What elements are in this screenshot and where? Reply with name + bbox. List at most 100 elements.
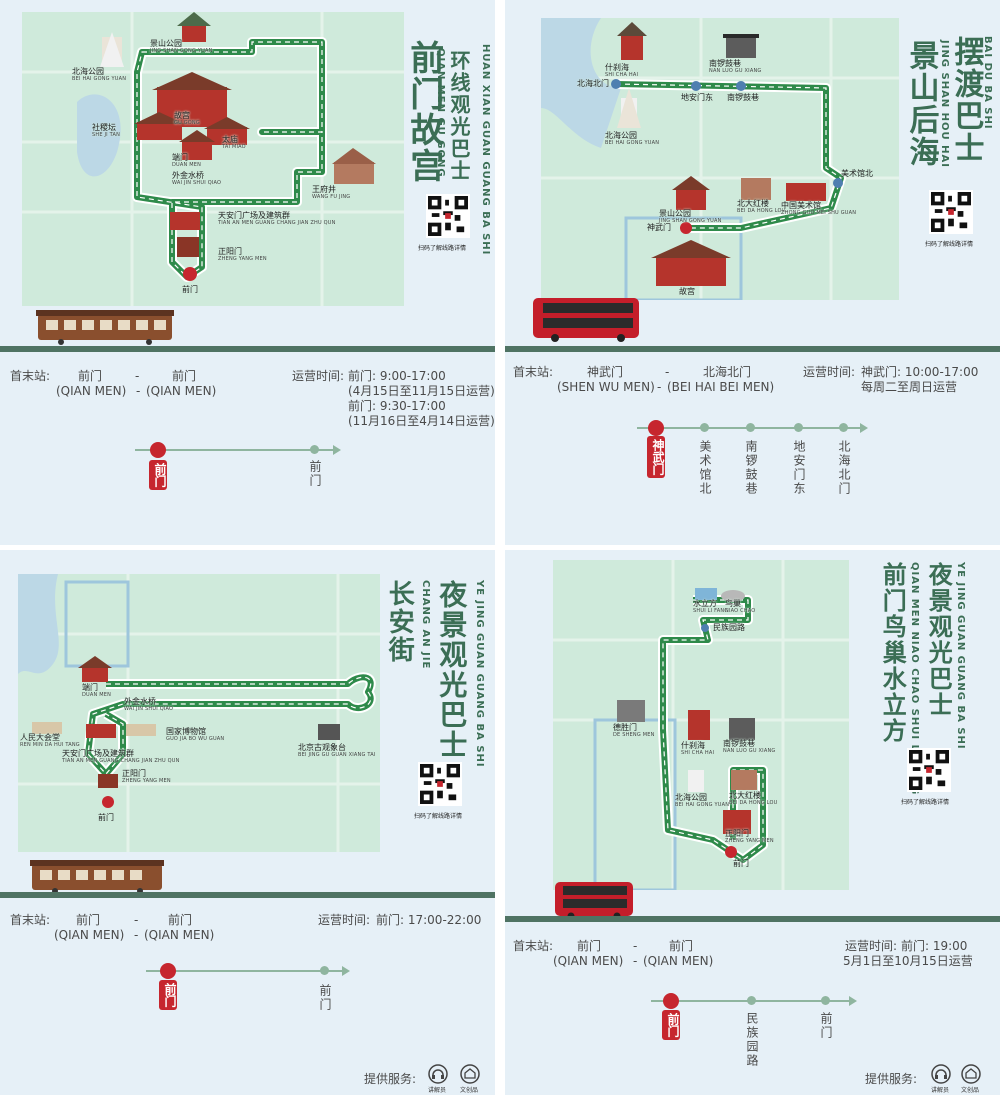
map-label-minzuyuanlu: 民族园路 [713,623,745,632]
stop-dot [839,423,848,432]
hours-line: (4月15日至11月15日运营) [348,384,495,398]
start-station-py: (QIAN MEN) [553,954,624,968]
start-stop-dot [663,993,679,1009]
souvenir-icon [460,1064,480,1084]
tram-icon [30,860,164,894]
guide-headset-icon [428,1064,448,1084]
end-station-py: (QIAN MEN) [144,928,215,942]
start-stop-label: 前门 [159,980,177,1010]
title-py-2: YE JING GUAN GUANG BA SHI [955,562,966,750]
map-label-qianmen: 前门 [98,813,114,822]
services-souvenir-label: 文创品 [460,1087,479,1094]
guide-headset-icon [931,1064,951,1084]
map-graphics [22,12,404,306]
hours-label: 运营时间: [803,365,856,379]
title-cn-1: 前门故宫 [403,40,444,184]
start-stop-label: 前门 [662,1010,680,1040]
map-label-dianmendong: 地安门东 [681,93,713,102]
hours-line: 前门: 19:00 [901,939,968,953]
route-line [146,970,342,972]
map-label-shenwumen: 神武门 [647,223,671,232]
end-station-py: (QIAN MEN) [643,954,714,968]
qr-caption: 扫码了解线路详情 [925,241,974,248]
start-station-py: (QIAN MEN) [54,928,125,942]
double-decker-bus-icon [533,298,639,342]
qr-code[interactable] [418,762,462,806]
services-guide-label: 讲解员 [931,1087,950,1094]
endpoints-dash-py: - [657,380,662,394]
start-stop-label: 前门 [149,460,167,490]
endpoints-dash-py: - [136,384,141,398]
start-stop-dot [150,442,166,458]
stop-dot [747,996,756,1005]
stop-dot [700,423,709,432]
qr-caption: 扫码了解线路详情 [418,245,467,252]
start-station-py: (SHEN WU MEN) [557,380,655,394]
title-py-2: YE JING GUAN GUANG BA SHI [474,580,485,768]
section-divider [0,892,495,898]
endpoints-dash: - [665,365,670,379]
qr-code[interactable] [907,748,951,792]
hours-label: 运营时间: [845,939,898,953]
endpoints-dash: - [135,369,140,383]
stop-dot [794,423,803,432]
hours-line: 5月1日至10月15日运营 [843,954,973,968]
section-divider [0,346,495,352]
start-station-cn: 前门 [577,939,602,953]
route-arrow [333,445,341,455]
route-arrow [342,966,350,976]
hours-line: 神武门: 10:00-17:00 [861,365,979,379]
qr-code[interactable] [426,194,470,238]
hours-line: 前门: 9:30-17:00 [348,399,446,413]
qr-code[interactable] [929,190,973,234]
start-station-cn: 前门 [76,913,101,927]
endpoints-dash: - [134,913,139,927]
hours-line: 前门: 17:00-22:00 [376,913,482,927]
stop-label: 前门 [318,984,332,1012]
route-line [135,449,333,451]
section-divider [505,916,1000,922]
stop-dot [746,423,755,432]
title-cn-2: 夜景观光巴士 [435,580,469,760]
services-guide-label: 讲解员 [428,1087,447,1094]
title-py-1: QIAN MEN GU GONG [435,48,446,178]
map-label-qianmen: 前门 [733,859,749,868]
map-label-nanluoguxiang-stop: 南锣鼓巷 [727,93,759,102]
map-label-gugong: 故宫 [679,287,695,296]
map-graphics [18,574,380,852]
title-py-1: CHANG AN JIE [420,580,431,670]
end-station-cn: 前门 [172,369,197,383]
start-stop-label: 神武门 [647,436,665,478]
title-py-2: BAI DU BA SHI [982,36,993,130]
map-label-qianmen: 前门 [182,285,198,294]
start-stop-dot [648,420,664,436]
endpoints-dash-py: - [134,928,139,942]
stop-dot [310,445,319,454]
